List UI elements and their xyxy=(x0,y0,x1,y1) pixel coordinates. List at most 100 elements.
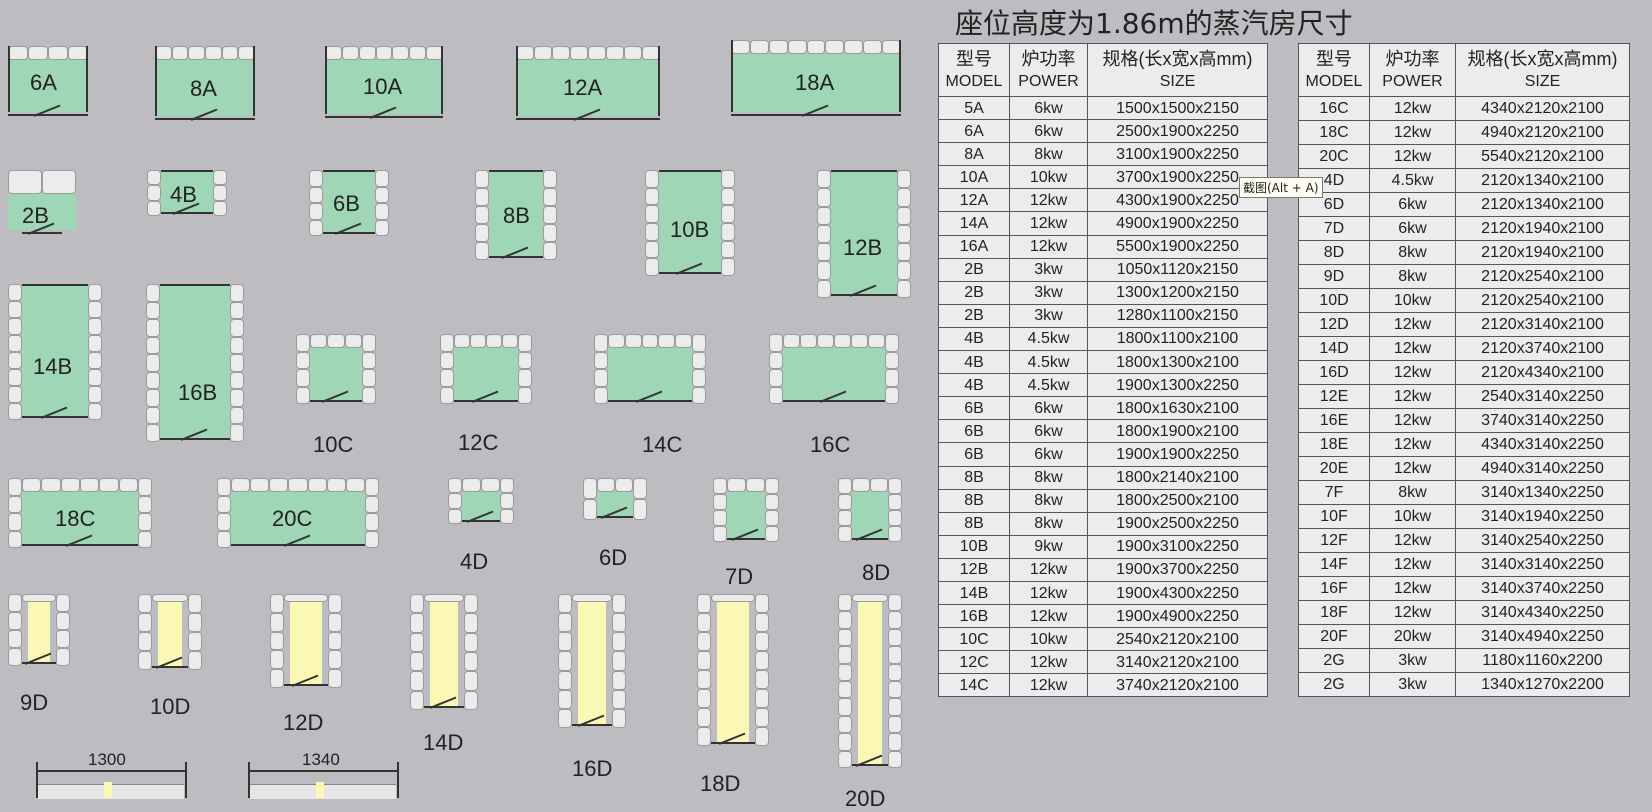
power-cell: 3kw xyxy=(1009,280,1088,305)
power-cell: 10kw xyxy=(1369,288,1456,313)
model-cell: 10D xyxy=(1298,288,1370,313)
power-cell: 12kw xyxy=(1369,552,1456,577)
seat-icon xyxy=(270,594,284,613)
wall xyxy=(160,438,230,440)
room-label: 12D xyxy=(283,710,324,735)
wall xyxy=(8,114,88,116)
seat-icon xyxy=(250,478,270,492)
seat-icon xyxy=(543,206,557,224)
power-cell: 8kw xyxy=(1009,511,1088,536)
seat-icon xyxy=(755,670,769,689)
room-label: 18D xyxy=(700,771,741,796)
power-cell: 12kw xyxy=(1369,360,1456,385)
seat-icon xyxy=(296,351,310,369)
seat-icon xyxy=(800,334,817,348)
seat-icon xyxy=(633,499,647,520)
seat-icon xyxy=(325,46,342,60)
seat-icon xyxy=(612,651,626,671)
room-label: 6B xyxy=(333,191,360,216)
seat-icon xyxy=(888,510,902,526)
wall xyxy=(253,46,255,116)
seat-icon xyxy=(692,369,706,387)
seat-icon xyxy=(230,284,244,302)
seat-icon xyxy=(769,351,783,369)
floor xyxy=(325,60,443,114)
seat-icon xyxy=(645,223,659,241)
seat-icon xyxy=(146,406,160,425)
seat-icon xyxy=(817,261,831,280)
room-10b xyxy=(645,170,735,276)
dimension-tick xyxy=(248,762,250,798)
seat-icon xyxy=(606,46,624,60)
room-label: 16D xyxy=(572,756,613,781)
wall xyxy=(831,294,897,296)
seat-icon xyxy=(888,478,902,494)
seat-icon xyxy=(56,594,70,612)
power-cell: 8kw xyxy=(1009,488,1088,513)
seat-icon xyxy=(41,478,61,492)
seat-icon xyxy=(88,369,102,386)
seat-icon xyxy=(22,478,42,492)
room-label: 10B xyxy=(670,217,710,242)
power-cell: 6kw xyxy=(1009,419,1088,444)
model-cell: 10F xyxy=(1298,504,1370,529)
floor xyxy=(8,194,76,230)
seat-icon xyxy=(692,351,706,369)
model-cell: 12F xyxy=(1298,528,1370,553)
room-label: 20C xyxy=(272,506,313,531)
floor xyxy=(731,54,901,112)
seat-icon xyxy=(755,651,769,670)
seat-icon xyxy=(88,386,102,403)
floor xyxy=(22,492,138,544)
model-cell: 12D xyxy=(1298,312,1370,337)
seat-icon xyxy=(362,334,376,352)
seat-icon xyxy=(88,301,102,318)
seat-icon xyxy=(118,478,138,492)
seat-icon xyxy=(692,386,706,404)
seat-icon xyxy=(8,170,42,194)
power-cell: 3kw xyxy=(1369,648,1456,673)
power-cell: 12kw xyxy=(1009,557,1088,582)
size-cell: 3740x2120x2100 xyxy=(1087,673,1268,698)
power-cell: 4.5kw xyxy=(1009,350,1088,375)
model-cell: 5A xyxy=(938,95,1010,121)
seat-icon xyxy=(552,46,570,60)
seat-icon xyxy=(518,351,532,369)
model-cell: 6B xyxy=(938,419,1010,444)
seat-icon xyxy=(296,386,310,404)
power-cell: 12kw xyxy=(1369,384,1456,409)
seat-icon xyxy=(697,708,711,727)
seat-icon xyxy=(217,530,231,548)
model-cell: 20C xyxy=(1298,144,1370,169)
model-cell: 16C xyxy=(1298,96,1370,121)
dimension-callout: 1300 xyxy=(36,750,196,799)
seat-icon xyxy=(464,652,478,672)
seat-icon xyxy=(8,478,22,496)
size-cell: 1300x1200x2150 xyxy=(1087,280,1268,305)
seat-icon xyxy=(424,594,464,602)
seat-icon xyxy=(8,630,22,648)
size-cell: 2120x1940x2100 xyxy=(1455,240,1630,265)
seat-icon xyxy=(362,369,376,387)
room-16c xyxy=(769,334,899,404)
room-18c xyxy=(8,478,152,548)
power-cell: 12kw xyxy=(1369,312,1456,337)
seat-icon xyxy=(888,646,902,664)
floor xyxy=(831,170,897,294)
dimension-callout: 1340 xyxy=(248,750,408,799)
seat-icon xyxy=(231,478,251,492)
model-cell: 2G xyxy=(1298,672,1370,697)
seat-icon xyxy=(8,612,22,630)
floor xyxy=(160,284,230,438)
size-cell: 1050x1120x2150 xyxy=(1087,257,1268,282)
seat-icon xyxy=(817,243,831,262)
seat-icon xyxy=(440,386,454,404)
